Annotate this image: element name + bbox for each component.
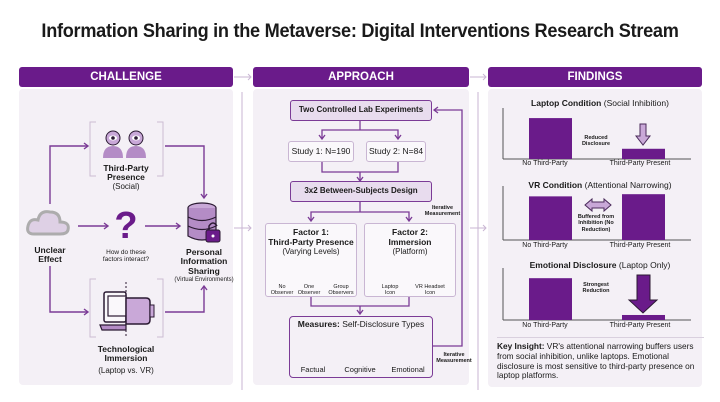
measures-title-bold: Measures:: [297, 319, 340, 329]
study1-box: Study 1: N=190: [288, 141, 354, 162]
chart3-xlabel-1: Third-Party Present: [609, 322, 671, 329]
chart2-xlabel-0: No Third-Party: [522, 242, 568, 249]
factor2-box: Factor 2: Immersion (Platform): [364, 223, 456, 297]
findings-header: FINDINGS: [488, 67, 702, 87]
insight-divider: [497, 337, 704, 338]
factor1-box: Factor 1: Third-Party Presence (Varying …: [265, 223, 357, 297]
immersion-sub: (Laptop vs. VR): [98, 366, 154, 375]
chart3-subtitle: (Laptop Only): [618, 260, 671, 270]
immersion-title: Technological Immersion: [97, 344, 155, 364]
study2-box: Study 2: N=84: [366, 141, 426, 162]
design-box: 3x2 Between-Subjects Design: [290, 181, 432, 202]
chart1-title: Laptop Condition (Social Inhibition): [490, 98, 710, 108]
level-laptop: Laptop Icon: [381, 284, 399, 297]
chart2-annotation: Buffered from Inhibition (No Reduction): [577, 214, 615, 233]
chart3-bar-1: [622, 314, 665, 320]
challenge-arrows: [49, 142, 208, 316]
experiments-box: Two Controlled Lab Experiments: [290, 100, 432, 121]
chart3-bar-0: [529, 278, 572, 320]
sharing-sub: (Virtual Environments): [174, 277, 234, 283]
two-people-watching-icon: [103, 130, 146, 158]
chart2-title: VR Condition (Attentional Narrowing): [490, 180, 710, 190]
cloud-icon: [26, 210, 70, 236]
key-insight: Key Insight: VR's attentional narrowing …: [497, 341, 707, 381]
iterative-label-top: Iterative Measurement: [424, 205, 461, 218]
chart2-bar-0: [529, 196, 572, 240]
factor1-name: Third-Party Presence: [268, 237, 354, 247]
level-vr-headset: VR Headset Icon: [415, 284, 445, 297]
chart1-subtitle: (Social Inhibition): [603, 98, 669, 108]
chart2-bar-1: [622, 194, 665, 240]
third-party-sub: (Social): [112, 182, 140, 191]
chart1-annotation: Reduced Disclosure: [581, 135, 611, 148]
third-party-title: Third-Party Presence: [103, 163, 149, 183]
factor1-title: Factor 1:: [293, 227, 329, 237]
database-lock-icon: [187, 202, 221, 243]
page-title: Information Sharing in the Metaverse: Di…: [41, 20, 679, 42]
challenge-diagram: ?: [26, 121, 221, 338]
challenge-header: CHALLENGE: [19, 67, 233, 87]
chart1-bar-0: [529, 118, 572, 159]
factor2-title: Factor 2:: [392, 227, 428, 237]
chart2-title-bold: VR Condition: [528, 180, 583, 190]
buffered-double-arrow-icon: [584, 197, 612, 213]
chart1-bar-1: [622, 148, 665, 159]
level-group-observers: Group Observers: [328, 284, 354, 297]
chart3-xlabel-0: No Third-Party: [522, 322, 568, 329]
chart1-xlabel-0: No Third-Party: [522, 160, 568, 167]
measures-box: [289, 316, 433, 378]
question-label: How do these factors interact?: [102, 249, 150, 264]
chart1-title-bold: Laptop Condition: [531, 98, 602, 108]
measure-factual: Factual: [300, 365, 326, 374]
measures-title: Measures: Self-Disclosure Types: [289, 319, 433, 329]
chart2-subtitle: (Attentional Narrowing): [584, 180, 672, 190]
unclear-effect-label: Unclear Effect: [34, 245, 66, 265]
chart2-xlabel-1: Third-Party Present: [609, 242, 671, 249]
measure-cognitive: Cognitive: [344, 365, 376, 374]
key-insight-label: Key Insight:: [497, 341, 545, 351]
iterative-label-bottom: Iterative Measurement: [436, 352, 472, 365]
chart3-title-bold: Emotional Disclosure: [529, 260, 617, 270]
factor1-sub: (Varying Levels): [282, 247, 340, 256]
measure-emotional: Emotional: [391, 365, 425, 374]
factor2-sub: (Platform): [392, 247, 428, 256]
chart3-annotation: Strongest Reduction: [582, 282, 610, 295]
sharing-title: Personal Information Sharing: [180, 247, 228, 276]
level-one-observer: One Observer: [297, 284, 321, 297]
reduced-arrow-icon: [634, 123, 652, 146]
measures-title-rest: Self-Disclosure Types: [342, 319, 425, 329]
question-mark-icon: ?: [114, 205, 137, 247]
approach-header: APPROACH: [253, 67, 469, 87]
chart3-title: Emotional Disclosure (Laptop Only): [490, 260, 710, 270]
laptop-vr-headset-icon: [99, 282, 155, 338]
level-no-observer: No Observer: [270, 284, 294, 297]
factor2-name: Immersion: [388, 237, 432, 247]
third-party-bracket: [89, 121, 164, 338]
chart1-xlabel-1: Third-Party Present: [609, 160, 671, 167]
key-insight-text: VR's attentional narrowing buffers users…: [497, 341, 695, 381]
strongest-reduction-arrow-icon: [627, 274, 659, 314]
